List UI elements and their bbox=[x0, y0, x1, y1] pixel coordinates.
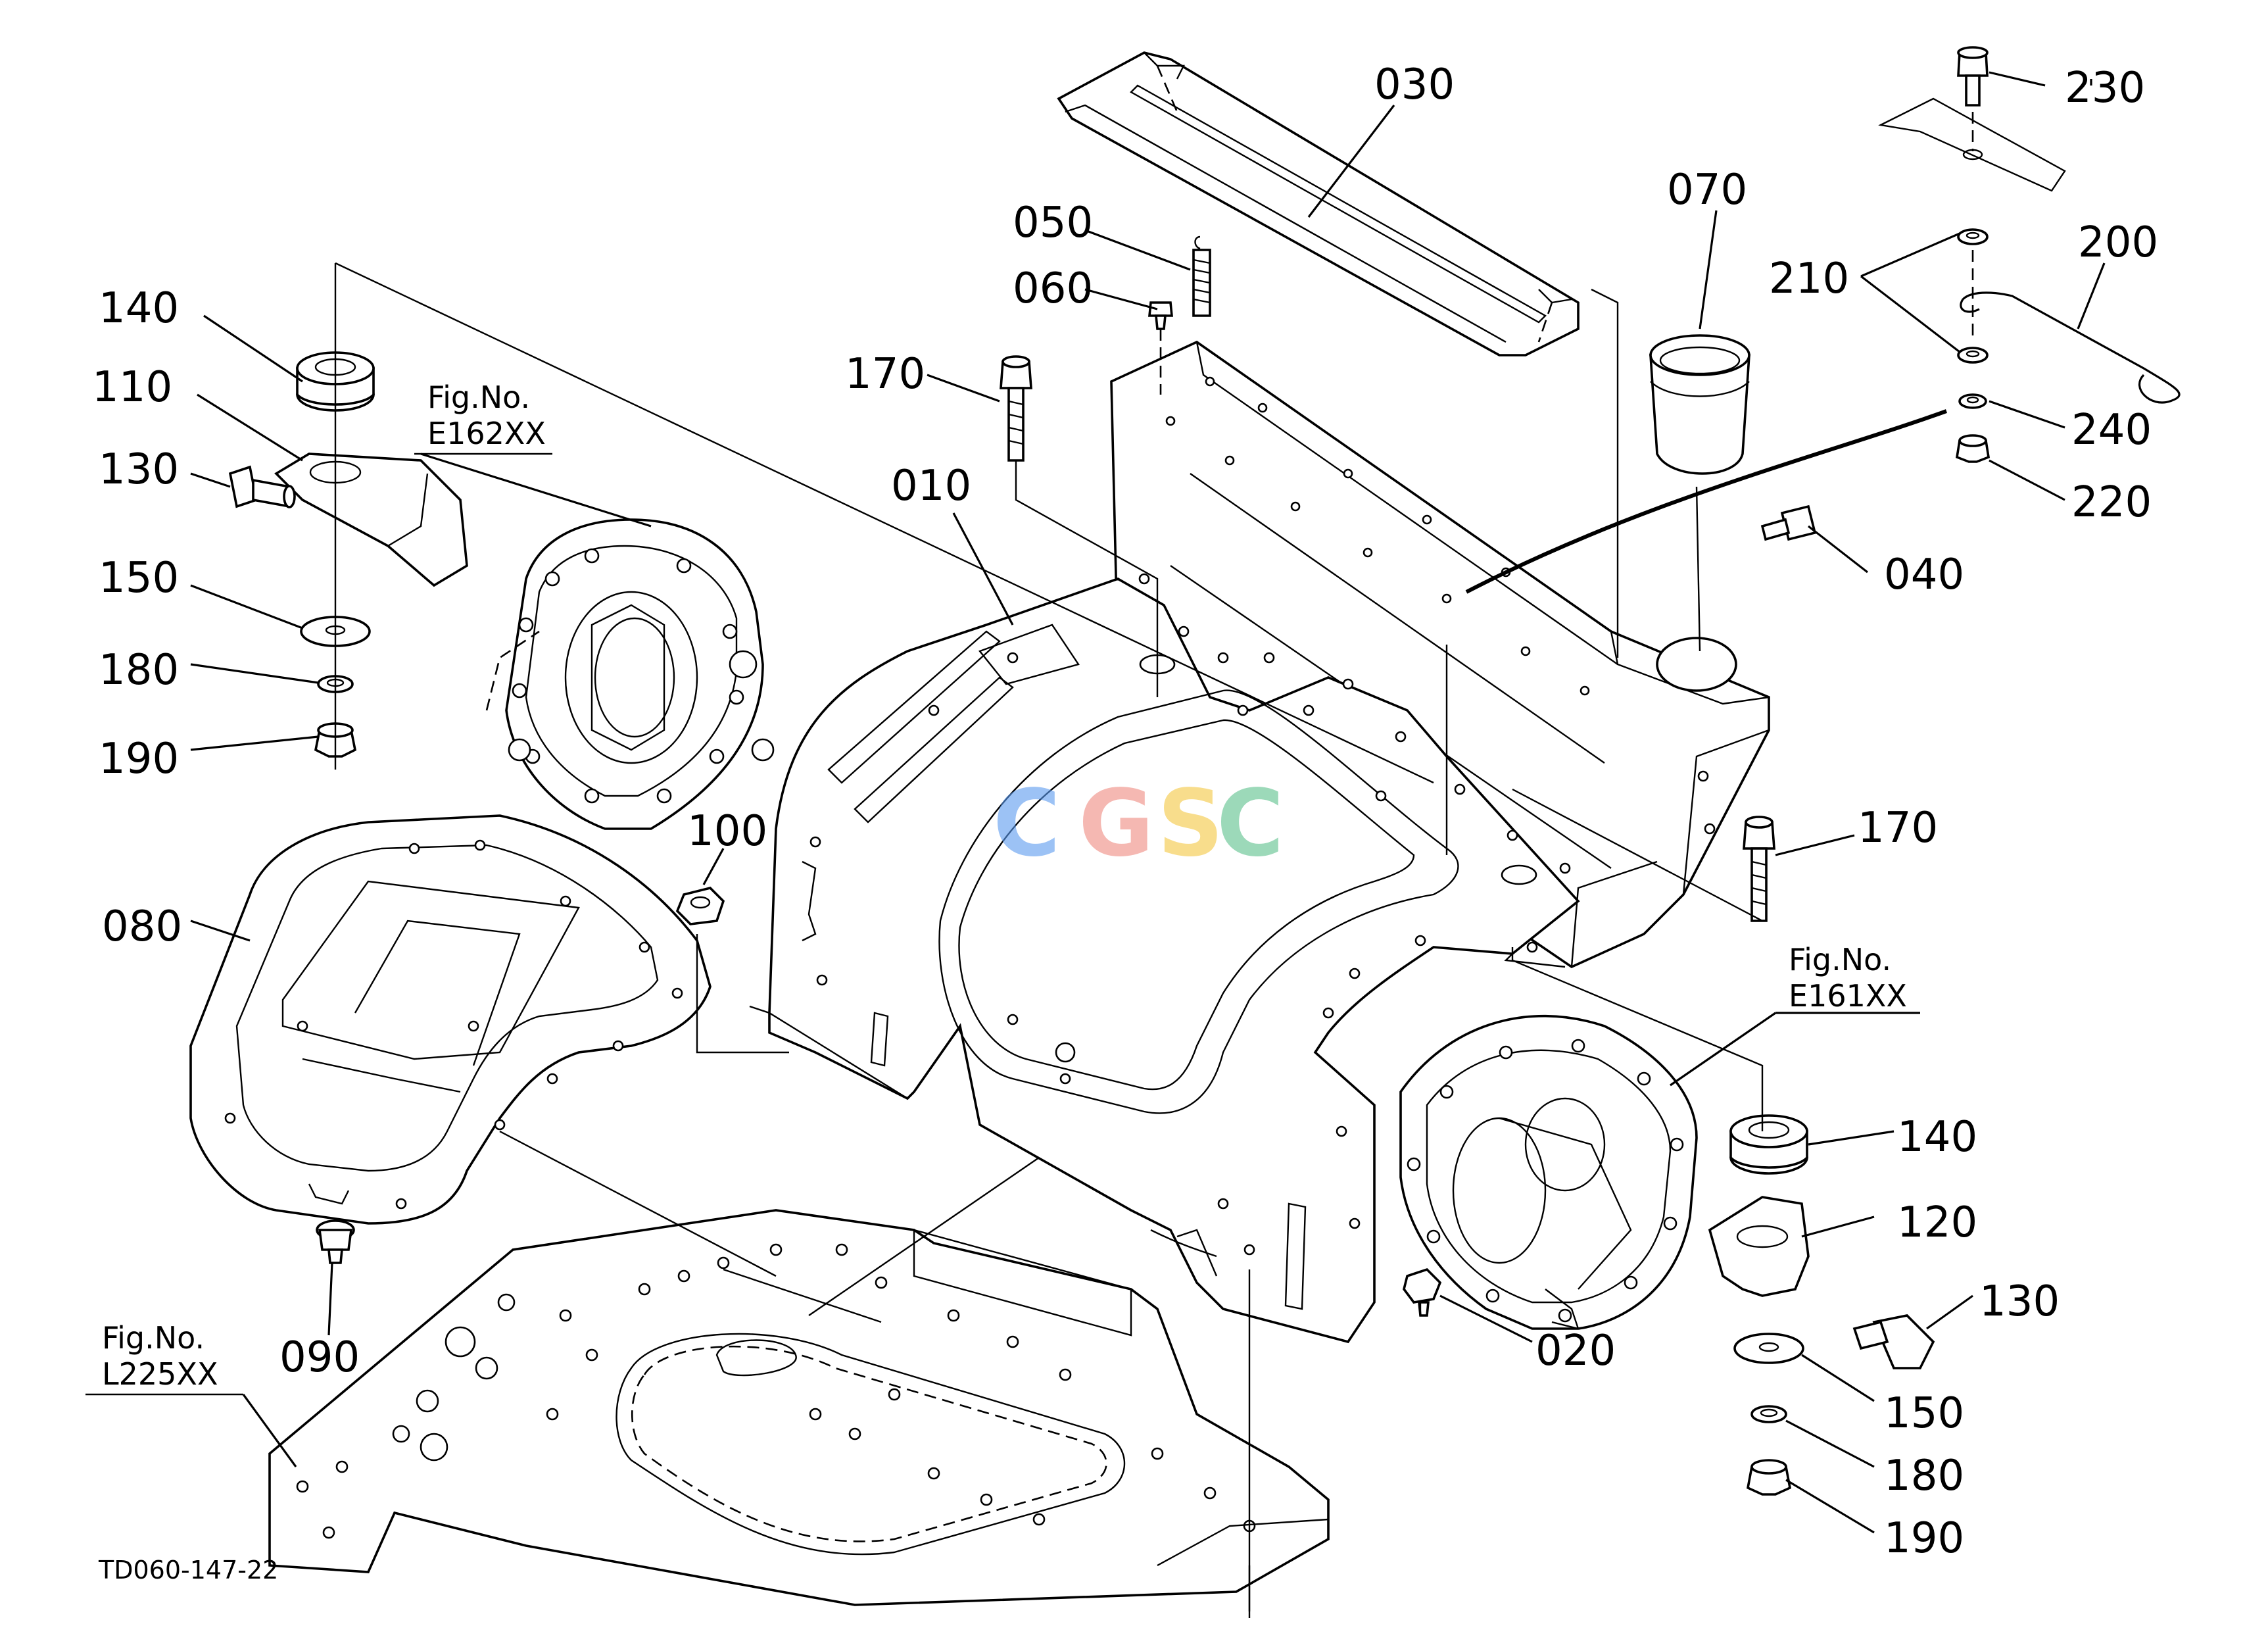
label-140-right: 140 bbox=[1897, 1113, 1977, 1162]
fig-ref-e161-line1: Fig.No. bbox=[1789, 942, 1891, 977]
fig-ref-e162-line1: Fig.No. bbox=[427, 380, 530, 415]
label-170-right: 170 bbox=[1858, 804, 1938, 852]
fig-ref-e162-line2: E162XX bbox=[427, 416, 546, 451]
label-190-left: 190 bbox=[99, 735, 179, 783]
leader-lines bbox=[85, 71, 2106, 1534]
watermark-letter: G bbox=[1078, 770, 1154, 877]
label-070: 070 bbox=[1667, 166, 1747, 214]
housing-e161xx bbox=[1399, 1014, 1698, 1330]
floor-plate-l225xx bbox=[268, 1209, 1330, 1618]
fig-ref-e161-line2: E161XX bbox=[1789, 978, 1907, 1014]
label-130-left: 130 bbox=[99, 445, 179, 494]
label-020: 020 bbox=[1535, 1327, 1616, 1375]
label-030: 030 bbox=[1374, 61, 1455, 109]
label-180-left: 180 bbox=[99, 646, 179, 695]
label-100: 100 bbox=[687, 807, 767, 856]
label-110: 110 bbox=[92, 363, 172, 412]
fender-080 bbox=[189, 814, 712, 1225]
right-mount-stack bbox=[1708, 1114, 1935, 1496]
label-180-right: 180 bbox=[1884, 1452, 1964, 1500]
part-labels: 030 050 060 170 010 070 040 230 200 210 … bbox=[92, 61, 2158, 1563]
housing-e162xx bbox=[485, 518, 775, 830]
fig-ref-l225-line1: Fig.No. bbox=[102, 1320, 205, 1356]
label-090: 090 bbox=[279, 1333, 360, 1382]
drawing-code: TD060-147-22 bbox=[98, 1556, 278, 1585]
label-150-left: 150 bbox=[99, 554, 179, 602]
label-060: 060 bbox=[1013, 264, 1093, 313]
label-120: 120 bbox=[1897, 1198, 1977, 1247]
cable-hardware bbox=[1465, 46, 2181, 594]
label-130-right: 130 bbox=[1979, 1277, 2060, 1326]
hardware-bolts bbox=[316, 235, 1817, 1317]
label-040: 040 bbox=[1884, 551, 1964, 599]
label-190-right: 190 bbox=[1884, 1514, 1964, 1563]
label-140-left: 140 bbox=[99, 284, 179, 333]
label-210: 210 bbox=[1769, 255, 1849, 303]
alignment-lines bbox=[334, 262, 1764, 1611]
fig-ref-l225-line2: L225XX bbox=[102, 1356, 218, 1392]
cgsc-watermark: C G S C bbox=[993, 770, 1284, 877]
watermark-letter: S bbox=[1157, 770, 1224, 877]
watermark-letter: C bbox=[1217, 770, 1284, 877]
label-200: 200 bbox=[2078, 218, 2158, 267]
label-230: 230 bbox=[2065, 64, 2145, 112]
label-170-top: 170 bbox=[845, 350, 925, 399]
watermark-letter: C bbox=[993, 770, 1061, 877]
cup-070 bbox=[1649, 334, 1750, 475]
label-150-right: 150 bbox=[1884, 1389, 1964, 1438]
label-050: 050 bbox=[1013, 199, 1093, 247]
main-frame-010 bbox=[749, 340, 1770, 1344]
figure-references: Fig.No. E162XX Fig.No. E161XX Fig.No. L2… bbox=[102, 380, 1907, 1392]
label-220: 220 bbox=[2071, 478, 2152, 527]
label-240: 240 bbox=[2071, 406, 2152, 455]
label-080: 080 bbox=[102, 902, 182, 951]
label-010: 010 bbox=[891, 462, 971, 510]
